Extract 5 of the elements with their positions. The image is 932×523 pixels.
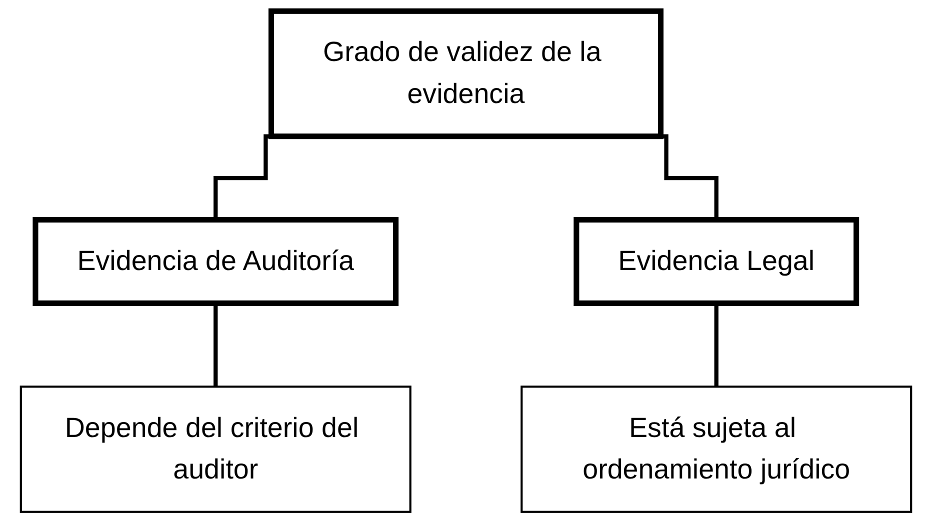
node-box: Evidencia Legal xyxy=(574,216,860,306)
node-box: Grado de validez de la evidencia xyxy=(268,8,664,140)
node-box: Está sujeta al ordenamiento jurídico xyxy=(520,386,912,513)
node-box: Evidencia de Auditoría xyxy=(32,216,399,306)
node-box: Depende del criterio del auditor xyxy=(20,386,412,513)
